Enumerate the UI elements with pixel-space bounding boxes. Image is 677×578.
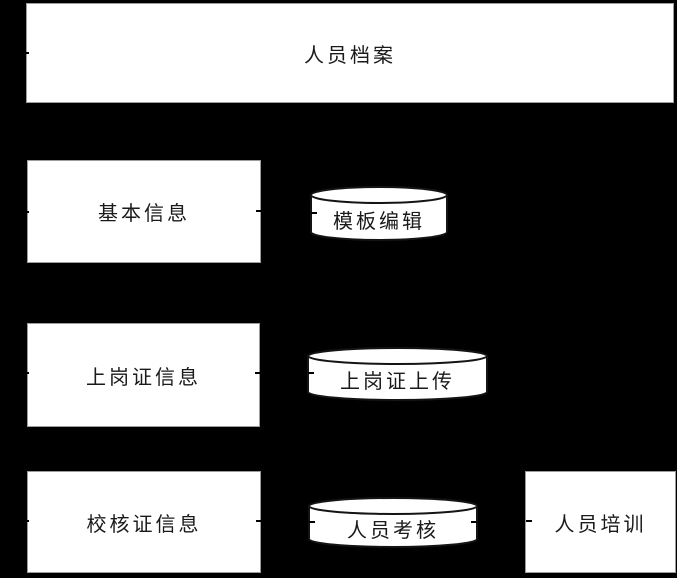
node-work-permit-info: 上岗证信息 (27, 323, 260, 427)
connector-stub (526, 520, 532, 522)
node-personnel-assessment: 人员考核 (308, 497, 478, 548)
node-work-permit-upload-label: 上岗证上传 (340, 369, 455, 393)
cylinder-shape-icon (310, 186, 448, 241)
node-personnel-training: 人员培训 (525, 471, 676, 573)
node-template-edit-label: 模板编辑 (333, 208, 425, 233)
connector-stub (308, 372, 314, 374)
connector-stub (23, 520, 29, 522)
node-work-permit-upload: 上岗证上传 (307, 347, 488, 401)
node-basic-info: 基本信息 (27, 160, 261, 263)
node-work-permit-info-label: 上岗证信息 (86, 364, 201, 389)
node-personnel-archive: 人员档案 (26, 3, 674, 103)
connector-stub (23, 211, 29, 213)
node-personnel-archive-label: 人员档案 (304, 42, 396, 67)
connector-stub (23, 372, 29, 374)
node-basic-info-label: 基本信息 (98, 201, 190, 225)
connector-stub (471, 521, 477, 523)
connector-stub (256, 210, 262, 212)
connector-stub (256, 520, 262, 522)
node-check-cert-info: 校核证信息 (27, 471, 261, 573)
node-check-cert-info-label: 校核证信息 (86, 511, 202, 536)
cylinder-shape-icon (308, 497, 478, 548)
connector-stub (255, 372, 261, 374)
cylinder-shape-icon (307, 347, 488, 401)
node-template-edit: 模板编辑 (310, 186, 448, 241)
connector-stub (311, 212, 317, 214)
connector-stub (309, 521, 315, 523)
connector-stub (23, 52, 29, 54)
node-personnel-training-label: 人员培训 (554, 511, 647, 536)
node-personnel-assessment-label: 人员考核 (347, 517, 439, 542)
